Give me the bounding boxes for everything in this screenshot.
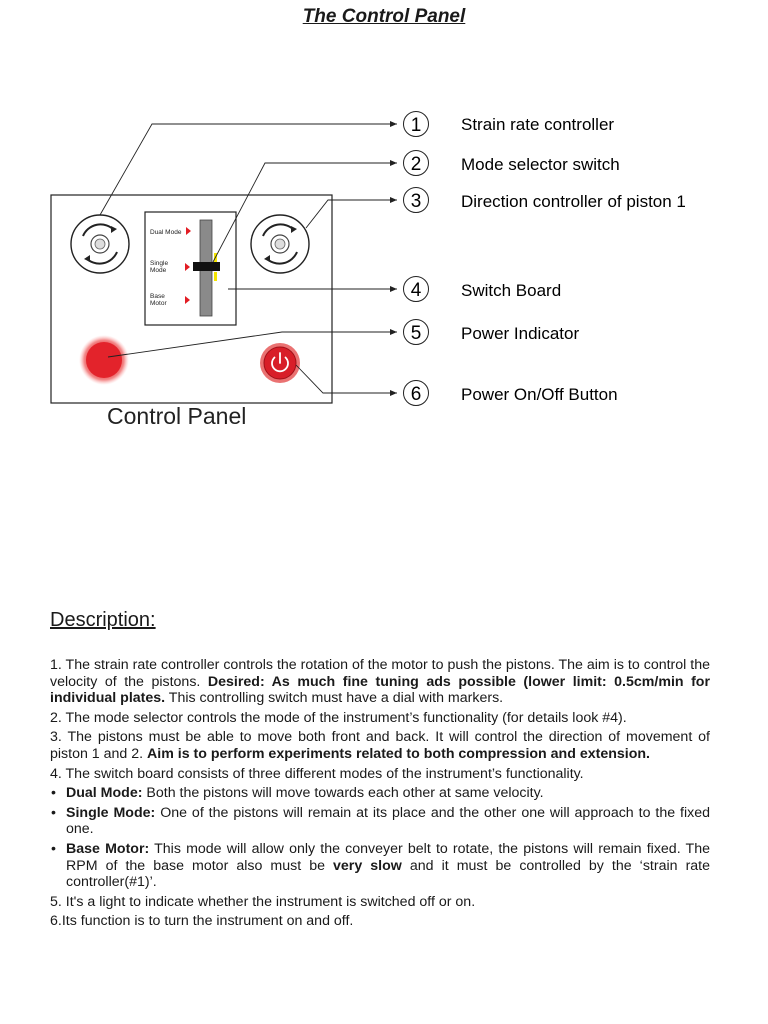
svg-text:Switch Board: Switch Board <box>461 281 561 300</box>
callout-5: 5 Power Indicator <box>403 319 579 345</box>
svg-text:Power Indicator: Power Indicator <box>461 324 579 343</box>
callout-2: 2 Mode selector switch <box>403 150 620 176</box>
callout-3: 3 Direction controller of piston 1 <box>403 187 686 213</box>
direction-dial[interactable] <box>250 214 310 274</box>
list-item-single-mode: •Single Mode: One of the pistons will re… <box>51 804 710 838</box>
svg-text:Direction controller of piston: Direction controller of piston 1 <box>461 192 686 211</box>
mode-list: •Dual Mode: Both the pistons will move t… <box>50 785 710 891</box>
power-button[interactable] <box>260 343 300 383</box>
svg-text:1: 1 <box>411 115 422 136</box>
mode-marker-single <box>185 263 190 271</box>
description-heading: Description: <box>50 609 156 631</box>
callout-6: 6 Power On/Off Button <box>403 380 618 406</box>
power-indicator-light <box>79 335 129 385</box>
description-item-6: 6.Its function is to turn the instrument… <box>50 913 354 930</box>
description-item-5: 5. It's a light to indicate whether the … <box>50 893 476 910</box>
svg-text:Mode selector switch: Mode selector switch <box>461 155 620 174</box>
svg-text:Power On/Off Button: Power On/Off Button <box>461 385 618 404</box>
description-item-2: 2. The mode selector controls the mode o… <box>50 709 627 726</box>
mode-marker-base <box>185 296 190 304</box>
description-item-3: 3. The pistons must be able to move both… <box>50 729 710 762</box>
switch-highlight <box>214 272 217 281</box>
mode-marker-dual <box>186 227 191 235</box>
svg-text:2: 2 <box>411 154 422 175</box>
svg-text:6: 6 <box>411 384 422 405</box>
description-item-1: 1. The strain rate controller controls t… <box>50 657 710 707</box>
panel-caption: Control Panel <box>107 403 246 429</box>
description-body: 1. The strain rate controller controls t… <box>50 657 710 933</box>
strain-rate-dial[interactable] <box>70 214 130 274</box>
svg-text:3: 3 <box>411 191 422 212</box>
power-icon <box>271 356 289 373</box>
description-item-4: 4. The switch board consists of three di… <box>50 765 584 782</box>
svg-text:4: 4 <box>411 280 422 301</box>
page-title: The Control Panel <box>302 6 466 27</box>
mode-label-dual: Dual Mode <box>150 229 182 236</box>
callout-leaders <box>99 121 397 396</box>
list-item-dual-mode: •Dual Mode: Both the pistons will move t… <box>51 785 544 802</box>
callout-1: 1 Strain rate controller <box>403 111 614 137</box>
list-item-base-motor: •Base Motor: This mode will allow only t… <box>51 840 711 891</box>
callout-4: 4 Switch Board <box>403 276 561 302</box>
mode-selector-knob[interactable] <box>193 262 220 271</box>
callout-list: 1 Strain rate controller 2 Mode selector s… <box>403 111 686 406</box>
svg-text:Strain rate controller: Strain rate controller <box>461 115 614 134</box>
svg-text:5: 5 <box>411 323 422 344</box>
